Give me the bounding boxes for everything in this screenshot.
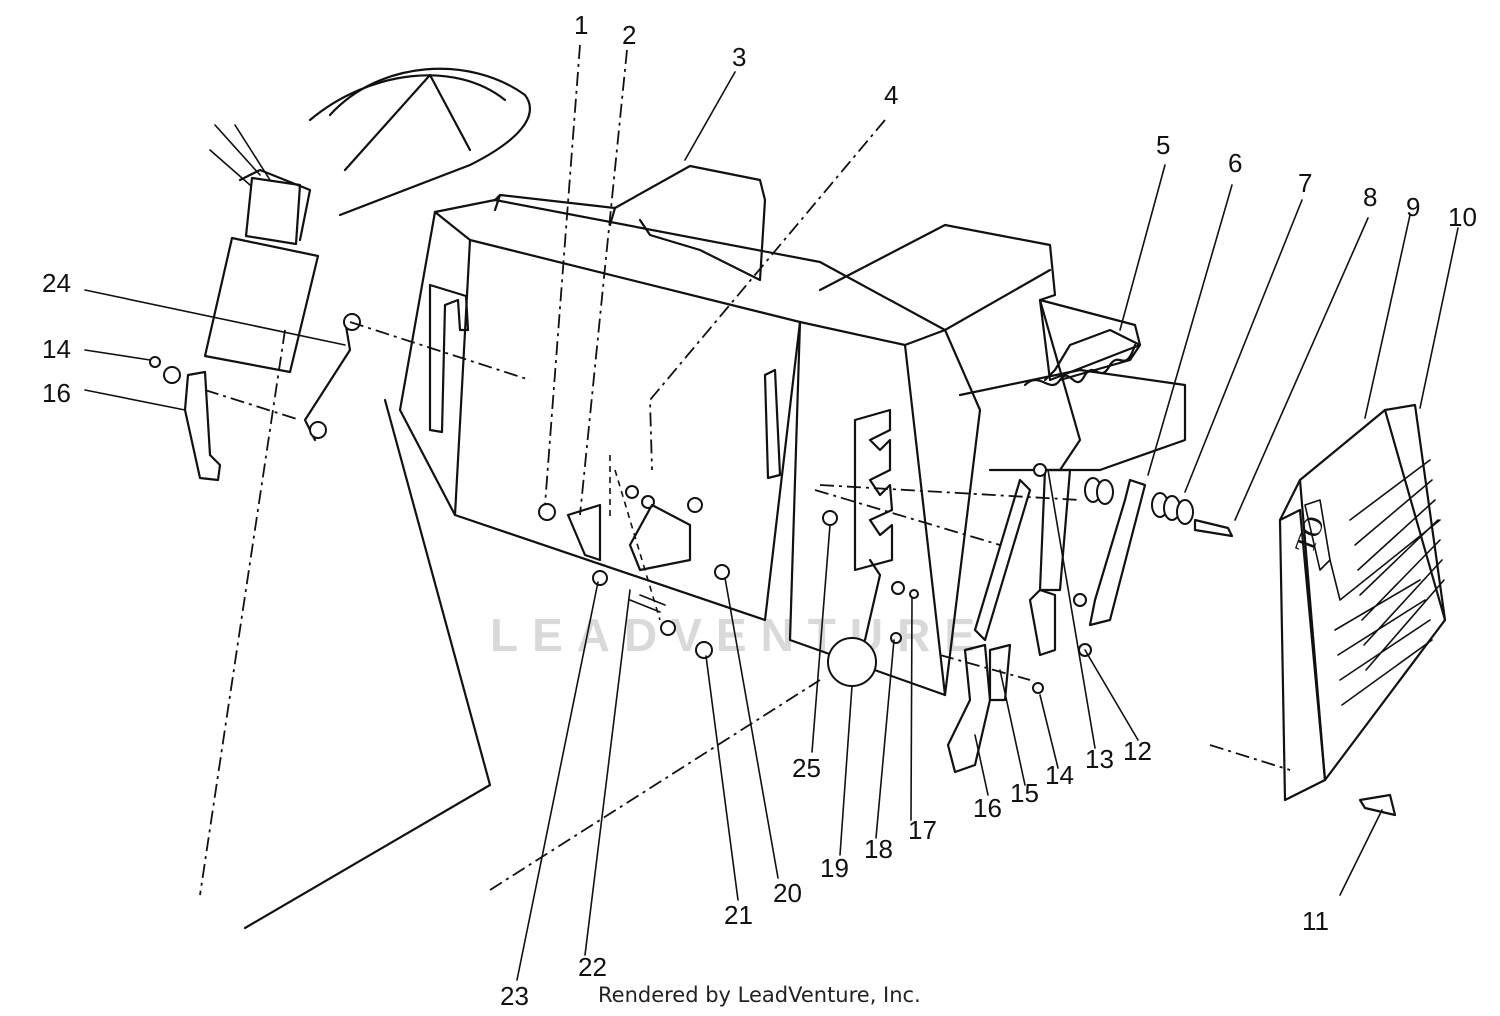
callout-10: 10: [1448, 202, 1477, 232]
gear-gate-slot: [853, 408, 894, 572]
steering-column: [203, 176, 320, 374]
callout-3: 3: [732, 42, 747, 72]
callout-2: 2: [622, 20, 637, 50]
callout-14-left: 14: [42, 334, 71, 364]
callout-23: 23: [500, 981, 529, 1011]
callout-18: 18: [864, 834, 893, 864]
callout-25: 25: [792, 753, 821, 783]
spring-washers: [1084, 477, 1234, 538]
bracket-left: [183, 370, 222, 482]
callout-24: 24: [42, 268, 71, 298]
callout-16-left: 16: [42, 378, 71, 408]
steering-wheel: [209, 67, 531, 242]
throttle-slot: [428, 283, 470, 434]
callout-15: 15: [1010, 778, 1039, 808]
callout-5: 5: [1156, 130, 1171, 160]
callout-22: 22: [578, 952, 607, 982]
callout-1: 1: [574, 10, 589, 40]
callout-14-right: 14: [1045, 760, 1074, 790]
throttle-link: [303, 313, 531, 442]
dash-housing: [398, 164, 1187, 697]
callout-6: 6: [1228, 148, 1243, 178]
lever-knob: [827, 637, 877, 687]
callout-13: 13: [1085, 744, 1114, 774]
right-linkage: [946, 298, 1147, 774]
callout-11: 11: [1302, 906, 1329, 936]
callout-4: 4: [884, 80, 899, 110]
callout-20: 20: [773, 878, 802, 908]
footer-credit: Rendered by LeadVenture, Inc.: [598, 983, 921, 1007]
grille-panel: [1209, 403, 1447, 817]
callout-17: 17: [908, 815, 937, 845]
callout-19: 19: [820, 853, 849, 883]
leader-lines: [84, 44, 1459, 981]
callout-21: 21: [724, 900, 753, 930]
callout-9: 9: [1406, 192, 1421, 222]
center-hardware: [538, 455, 730, 659]
callout-12: 12: [1123, 736, 1152, 766]
gear-lever: [863, 558, 882, 642]
callout-8: 8: [1363, 182, 1378, 212]
spring: [1023, 343, 1137, 387]
choke-slot: [763, 368, 782, 480]
grille-logo: TO: [1289, 512, 1331, 557]
callout-16-right: 16: [973, 793, 1002, 823]
callout-7: 7: [1298, 168, 1313, 198]
